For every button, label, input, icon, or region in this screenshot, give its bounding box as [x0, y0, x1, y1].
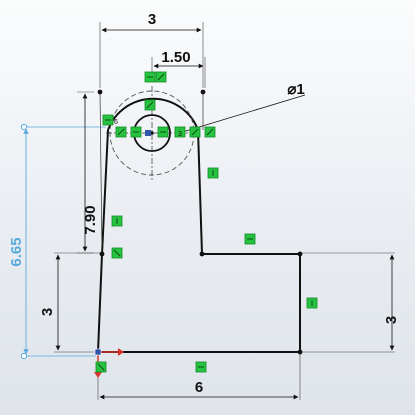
center-point-icon[interactable]	[145, 130, 151, 136]
dim-top-width[interactable]: 3	[148, 11, 156, 28]
sketch-points[interactable]	[97, 89, 303, 355]
driven-dimension-endpoints	[20, 123, 28, 360]
relation-glyphs[interactable]	[95, 71, 318, 373]
relation-label-2: 3	[178, 131, 182, 138]
dim-total-height[interactable]: 6.65	[8, 237, 25, 266]
dim-arc-offset[interactable]: 1.50	[161, 49, 190, 66]
dim-left-step[interactable]: 3	[39, 308, 56, 316]
sketch-profile[interactable]	[97, 97, 301, 353]
dim-bottom-width[interactable]: 6	[195, 379, 203, 396]
dim-hole-diameter[interactable]: ⌀1	[287, 81, 304, 98]
relation-label: 6	[114, 119, 118, 126]
dimension-lines	[55, 27, 395, 400]
relation-glyph-marks	[97, 73, 313, 371]
dim-right-step[interactable]: 3	[383, 316, 400, 324]
driven-extension-lines	[24, 126, 106, 357]
construction-lines	[99, 91, 204, 255]
extension-lines	[54, 22, 395, 400]
dim-left-height[interactable]: 7.90	[82, 205, 99, 234]
